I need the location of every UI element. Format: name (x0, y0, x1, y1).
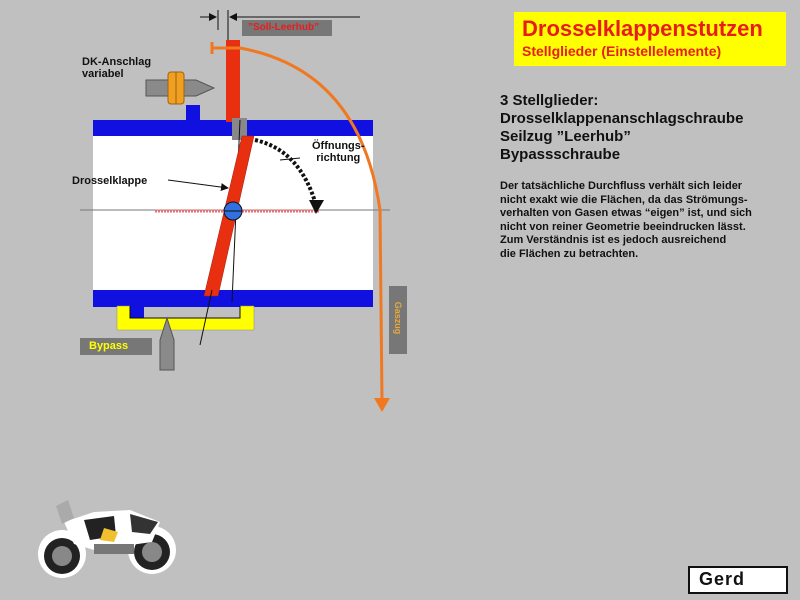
description-line: Der tatsächliche Durchfluss verhält sich… (500, 180, 743, 192)
heading-line: Seilzug ”Leerhub” (500, 128, 631, 145)
description-line: Zum Verständnis ist es jedoch ausreichen… (500, 234, 727, 246)
drosselklappe-label: Drosselklappe (72, 175, 148, 187)
bypass-label: Bypass (89, 340, 129, 352)
stop-screw-boss (186, 105, 200, 122)
dk-anschlag-label: DK-Anschlag variabel (82, 56, 152, 80)
actuators-heading: 3 Stellglieder: Drosselklappenanschlagsc… (500, 92, 743, 164)
bypass-boss (130, 306, 144, 318)
seilzug-label: Gaszug (393, 301, 403, 335)
description-line: die Flächen zu betrachten. (500, 247, 639, 260)
soll-leerhub-label: ”Soll-Leerhub” (248, 22, 320, 33)
author-logo: Gerd (688, 566, 788, 594)
throttle-lever (226, 40, 240, 122)
page-title: Drosselklappenstutzen (522, 16, 763, 41)
opening-direction-arrow (254, 138, 318, 206)
soll-leerhub-label-box: ”Soll-Leerhub” (242, 20, 332, 36)
description-text: Der tatsächliche Durchfluss verhält sich… (500, 180, 752, 261)
bypass-label-box: Bypass (80, 338, 152, 355)
page-subtitle: Stellglieder (Einstellelemente) (522, 43, 722, 59)
heading-line: Drosselklappenanschlagschraube (500, 110, 744, 127)
description-line: nicht von reiner Geometrie beeindrucken … (500, 220, 746, 233)
heading-line: Bypassschraube (500, 146, 621, 163)
oeffnungsrichtung-label: Öffnungs- richtung (312, 140, 365, 164)
heading-line: 3 Stellglieder: (500, 92, 599, 109)
stop-screw-icon (145, 71, 216, 105)
bypass-screw-icon (159, 316, 175, 371)
seilzug-label-box: Gaszug (389, 286, 407, 354)
description-line: nicht exakt wie die Flächen, da das Strö… (500, 193, 748, 206)
motorcycle-icon (38, 500, 176, 578)
throttle-cable (212, 46, 384, 401)
drosselklappe-pointer (167, 179, 229, 192)
title-box: Drosselklappenstutzen Stellglieder (Eins… (514, 12, 786, 66)
logo-text: Gerd (699, 569, 746, 589)
description-line: verhalten von Gasen etwas “eigen” ist, u… (500, 207, 752, 219)
housing-bottom-wall (93, 290, 373, 307)
